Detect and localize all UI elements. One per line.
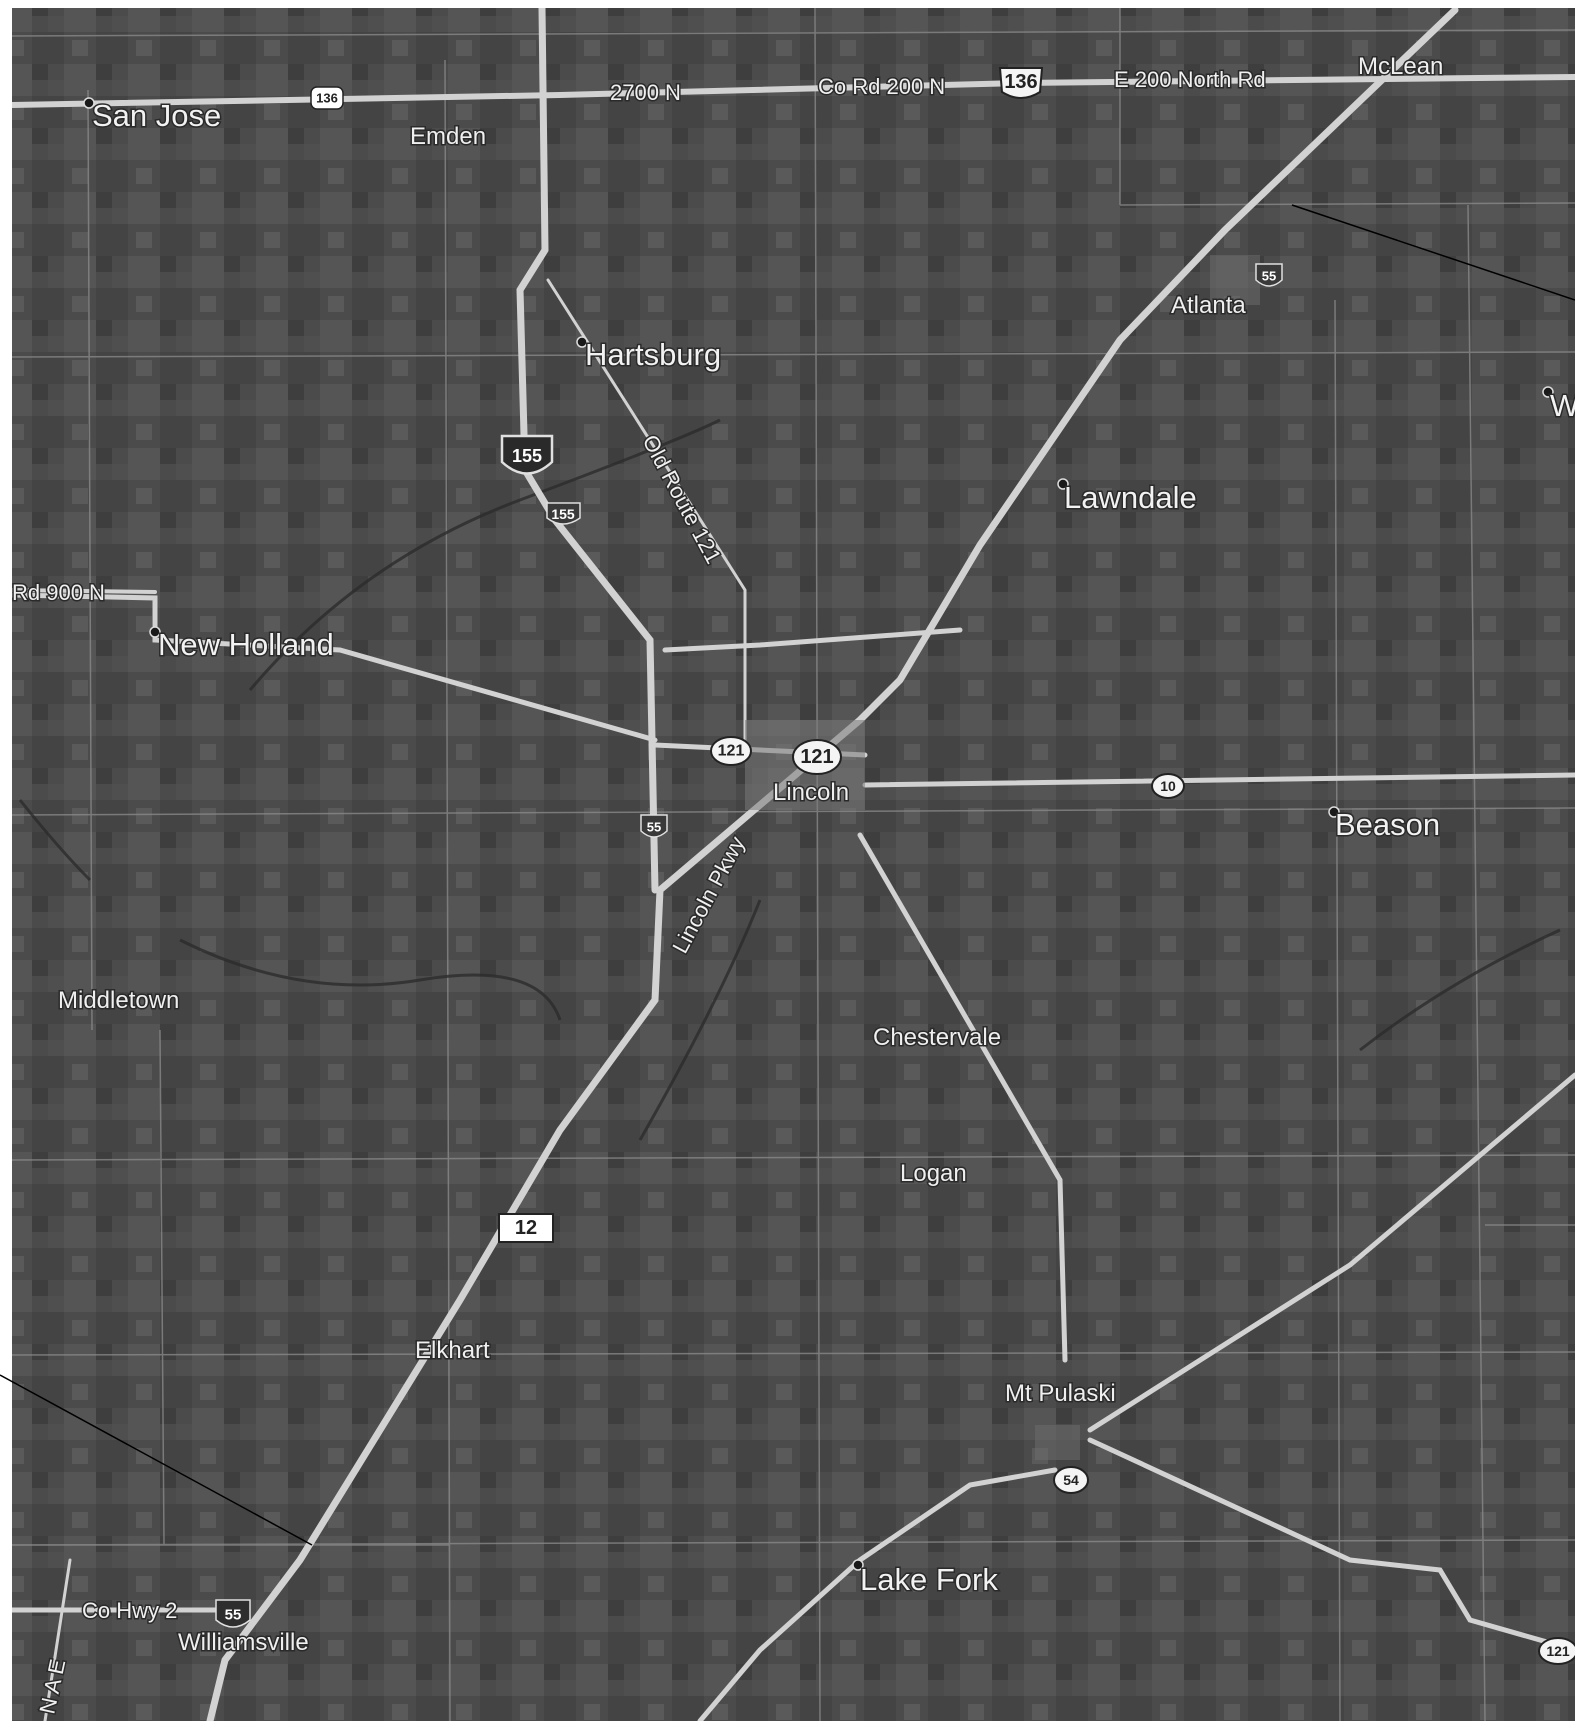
svg-text:54: 54 bbox=[1063, 1472, 1079, 1488]
major-roads bbox=[12, 8, 1575, 1721]
label-road-co-hwy-2: Co Hwy 2 bbox=[82, 1598, 177, 1623]
label-road-2700n: 2700 N bbox=[610, 80, 681, 105]
label-mt-pulaski: Mt Pulaski bbox=[1005, 1380, 1116, 1407]
pointer-line-southwest bbox=[0, 1374, 313, 1546]
shield-i55-atlanta: 55 bbox=[1255, 263, 1283, 287]
shield-i155-small: 155 bbox=[546, 502, 581, 525]
shield-i55-lincoln: 55 bbox=[640, 814, 668, 838]
svg-text:121: 121 bbox=[1546, 1643, 1570, 1659]
shield-il54: 54 bbox=[1053, 1466, 1089, 1494]
terrain-background bbox=[12, 8, 1575, 1721]
pointer-line-northeast bbox=[1291, 204, 1575, 301]
label-atlanta: Atlanta bbox=[1171, 292, 1246, 319]
atlanta-urban-area bbox=[1210, 255, 1260, 305]
svg-text:136: 136 bbox=[316, 91, 338, 106]
shield-il121-b: 121 bbox=[792, 739, 842, 775]
label-road-co-rd-200n: Co Rd 200 N bbox=[818, 74, 945, 99]
shield-i55-williamsville: 55 bbox=[215, 1599, 251, 1628]
svg-text:155: 155 bbox=[512, 446, 542, 466]
shield-i155-big: 155 bbox=[500, 434, 554, 475]
svg-text:121: 121 bbox=[718, 743, 745, 760]
label-lake-fork: Lake Fork bbox=[860, 1562, 998, 1597]
label-hartsburg: Hartsburg bbox=[585, 337, 721, 372]
creeks bbox=[18, 418, 1561, 1141]
label-road-e200-north: E 200 North Rd bbox=[1114, 67, 1266, 92]
label-w-partial: W bbox=[1550, 388, 1575, 423]
shield-il10: 10 bbox=[1151, 773, 1185, 799]
label-mclean: McLean bbox=[1358, 53, 1443, 80]
label-road-rd900n: Rd 900 N bbox=[12, 580, 105, 605]
shield-il121-a: 121 bbox=[710, 736, 752, 766]
svg-text:55: 55 bbox=[647, 820, 661, 835]
label-emden: Emden bbox=[410, 123, 486, 150]
svg-text:55: 55 bbox=[225, 1607, 242, 1624]
label-new-holland: New Holland bbox=[158, 627, 334, 662]
shield-il121-se: 121 bbox=[1538, 1637, 1575, 1665]
shield-us136-small: 136 bbox=[310, 86, 344, 110]
label-williamsville: Williamsville bbox=[178, 1629, 309, 1656]
shield-us136-big: 136 bbox=[998, 67, 1044, 99]
label-elkhart: Elkhart bbox=[415, 1337, 490, 1364]
svg-text:55: 55 bbox=[1262, 269, 1276, 284]
svg-text:12: 12 bbox=[515, 1217, 537, 1239]
label-middletown: Middletown bbox=[58, 987, 179, 1014]
shield-rt12: 12 bbox=[498, 1213, 554, 1243]
svg-text:136: 136 bbox=[1004, 71, 1037, 93]
svg-text:10: 10 bbox=[1160, 778, 1176, 794]
label-logan: Logan bbox=[900, 1160, 967, 1187]
svg-text:121: 121 bbox=[800, 746, 833, 768]
label-lawndale: Lawndale bbox=[1064, 480, 1197, 515]
mt-pulaski-urban-area bbox=[1035, 1425, 1080, 1460]
town-markers bbox=[83, 97, 1554, 1571]
minor-roads bbox=[12, 8, 1575, 1721]
label-san-jose: San Jose bbox=[92, 98, 221, 133]
label-beason: Beason bbox=[1335, 807, 1440, 842]
label-lincoln: Lincoln bbox=[773, 779, 849, 806]
svg-text:155: 155 bbox=[551, 506, 575, 522]
label-chestervale: Chestervale bbox=[873, 1024, 1001, 1051]
